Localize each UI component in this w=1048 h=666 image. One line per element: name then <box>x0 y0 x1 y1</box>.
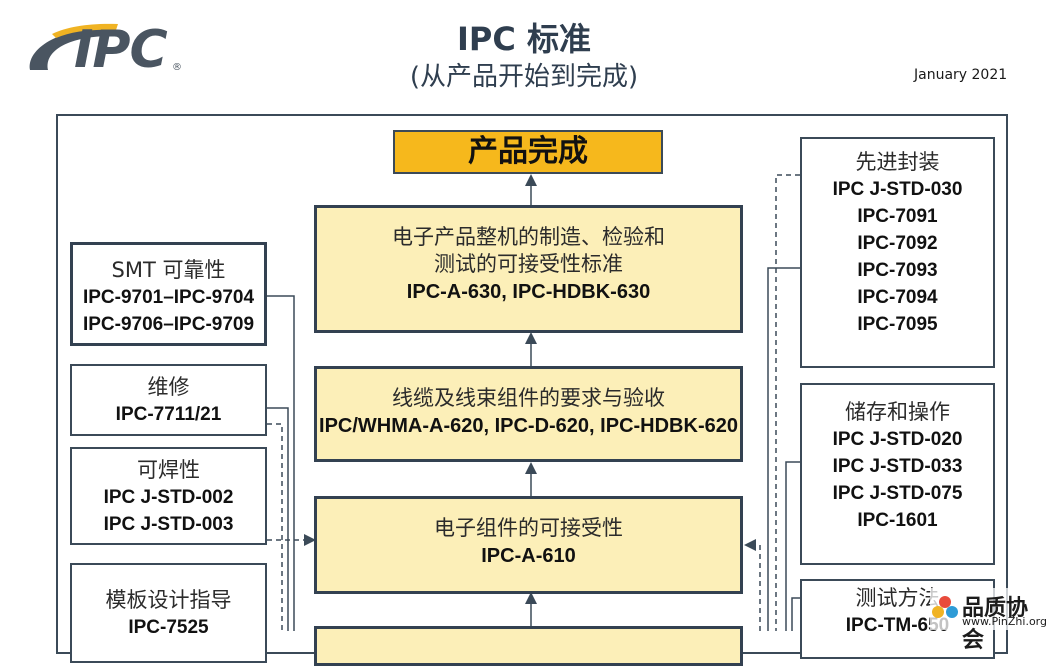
left-box-smt-code-1: IPC-9701–IPC-9704 <box>82 287 255 308</box>
watermark-url: www.PinZhi.org <box>962 615 1047 628</box>
center-box-610-caption: 电子组件的可接受性 <box>434 516 623 540</box>
watermark: 品质协会 www.PinZhi.org <box>930 588 1047 653</box>
right-box-packaging-code-1: IPC J-STD-030 <box>832 179 963 200</box>
right-box-storage-code-2: IPC J-STD-033 <box>832 456 963 477</box>
left-box-stencil-code: IPC-7525 <box>128 617 209 638</box>
left-box-repair: 维修 IPC-7711/21 <box>70 364 267 436</box>
ipc-logo-swoosh-icon <box>29 23 118 70</box>
right-box-packaging-code-5: IPC-7094 <box>857 287 938 308</box>
right-box-test-methods-caption: 测试方法 <box>855 586 940 610</box>
left-box-solderability-code-1: IPC J-STD-002 <box>103 487 234 508</box>
left-box-repair-caption: 维修 <box>147 375 190 399</box>
date-label: January 2021 <box>914 67 1008 83</box>
right-box-storage: 储存和操作 IPC J-STD-020 IPC J-STD-033 IPC J-… <box>800 383 995 565</box>
right-box-packaging-code-2: IPC-7091 <box>857 206 938 227</box>
center-box-630-code: IPC-A-630, IPC-HDBK-630 <box>406 281 651 303</box>
left-box-solderability-code-2: IPC J-STD-003 <box>103 514 234 535</box>
center-box-620-caption: 线缆及线束组件的要求与验收 <box>392 386 665 410</box>
right-box-storage-code-3: IPC J-STD-075 <box>832 483 963 504</box>
center-box-620: 线缆及线束组件的要求与验收 IPC/WHMA-A-620, IPC-D-620,… <box>314 366 743 462</box>
center-box-620-code: IPC/WHMA-A-620, IPC-D-620, IPC-HDBK-620 <box>319 415 738 437</box>
left-box-stencil: 模板设计指导 IPC-7525 <box>70 563 267 663</box>
left-box-smt: SMT 可靠性 IPC-9701–IPC-9704 IPC-9706–IPC-9… <box>70 242 267 346</box>
center-box-630-caption-1: 电子产品整机的制造、检验和 <box>392 225 665 249</box>
right-box-packaging-code-6: IPC-7095 <box>857 314 938 335</box>
right-box-storage-caption: 储存和操作 <box>845 400 950 424</box>
ipc-logo-registered: ® <box>172 62 182 73</box>
center-box-610: 电子组件的可接受性 IPC-A-610 <box>314 496 743 594</box>
left-box-repair-code: IPC-7711/21 <box>115 404 222 425</box>
ipc-logo-text: IPC <box>74 20 168 80</box>
center-box-610-code: IPC-A-610 <box>481 545 576 567</box>
right-box-storage-code-4: IPC-1601 <box>857 510 938 531</box>
right-box-storage-code-1: IPC J-STD-020 <box>832 429 963 450</box>
left-box-smt-code-2: IPC-9706–IPC-9709 <box>82 314 255 335</box>
right-box-packaging-caption: 先进封装 <box>855 150 940 174</box>
center-box-bottom <box>314 626 743 666</box>
left-box-stencil-caption: 模板设计指导 <box>105 588 232 612</box>
left-box-solderability-caption: 可焊性 <box>137 458 200 482</box>
product-complete-box: 产品完成 <box>393 130 663 174</box>
watermark-flower-icon <box>932 596 958 618</box>
right-box-packaging-code-3: IPC-7092 <box>857 233 938 254</box>
connector-lines <box>267 174 800 631</box>
right-box-packaging: 先进封装 IPC J-STD-030 IPC-7091 IPC-7092 IPC… <box>800 137 995 368</box>
page-title: IPC 标准 <box>457 20 591 58</box>
center-box-630-caption-2: 测试的可接受性标准 <box>434 252 623 276</box>
left-box-smt-caption: SMT 可靠性 <box>111 258 226 282</box>
center-box-630: 电子产品整机的制造、检验和 测试的可接受性标准 IPC-A-630, IPC-H… <box>314 205 743 333</box>
right-box-packaging-code-4: IPC-7093 <box>857 260 938 281</box>
left-box-solderability: 可焊性 IPC J-STD-002 IPC J-STD-003 <box>70 447 267 545</box>
page-subtitle: (从产品开始到完成) <box>409 62 639 92</box>
ipc-logo: IPC ® <box>22 18 192 80</box>
